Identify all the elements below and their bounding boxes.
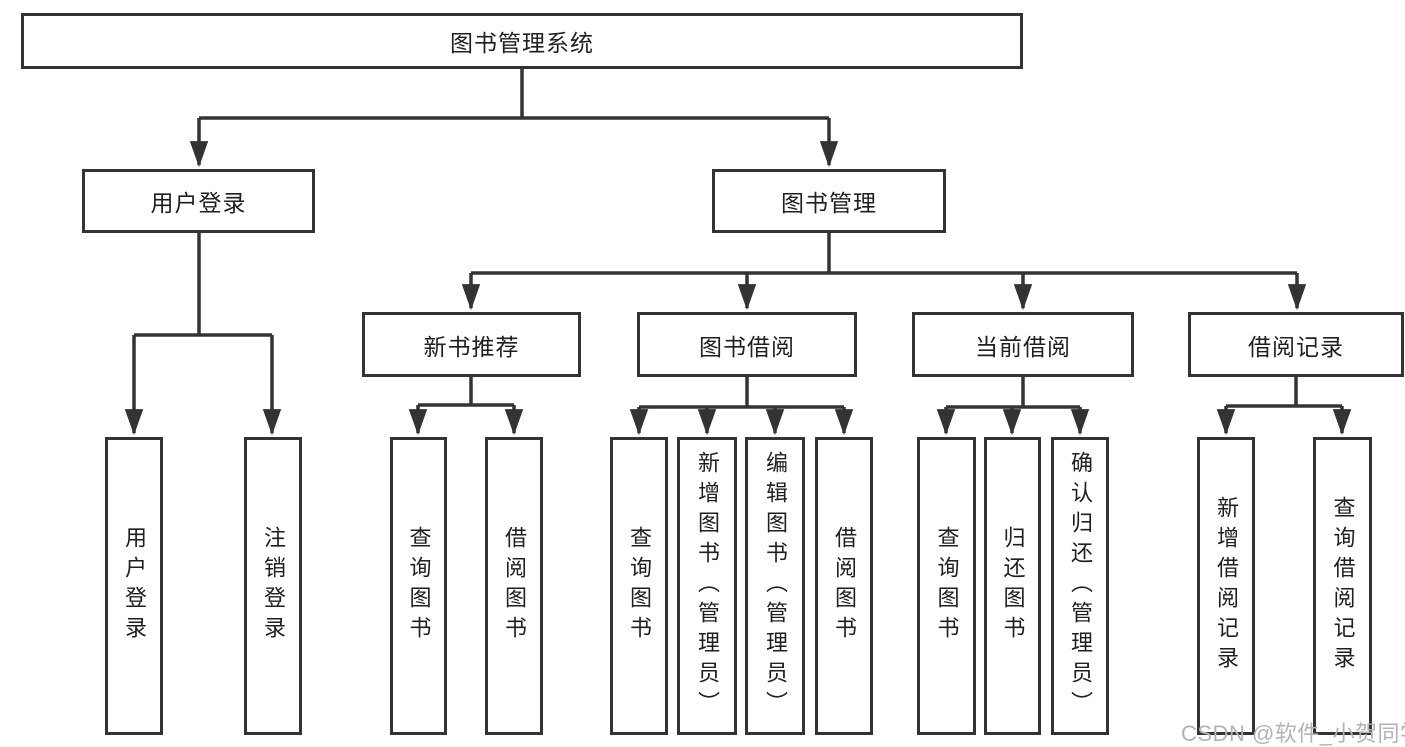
- connector-borrow-records-children: [1216, 377, 1352, 436]
- node-new-book-recommendation: 新书推荐: [362, 312, 581, 377]
- node-root: 图书管理系统: [21, 13, 1023, 69]
- connector-book-borrow-children: [629, 377, 854, 436]
- node-book-borrowing: 图书借阅: [637, 312, 857, 377]
- connector-user-login-children: [124, 233, 282, 436]
- connector-book-management-children: [461, 233, 1307, 311]
- leaf-borrow-books: 借阅图书: [815, 437, 873, 735]
- leaf-confirm-return-admin: 确认归还（管理员）: [1051, 437, 1109, 735]
- leaf-query-books-recommend: 查询图书: [390, 437, 447, 735]
- leaf-borrow-books-recommend: 借阅图书: [485, 437, 543, 735]
- leaf-query-borrow-record: 查询借阅记录: [1313, 437, 1372, 735]
- leaf-logout: 注销登录: [244, 437, 302, 735]
- leaf-edit-books-admin: 编辑图书（管理员）: [745, 437, 805, 735]
- connector-root-to-level2: [189, 69, 839, 168]
- node-user-login: 用户登录: [82, 169, 315, 233]
- connector-current-borrow-children: [936, 377, 1090, 436]
- watermark-text: CSDN @软件_小贺同学: [1181, 721, 1405, 746]
- leaf-query-books-borrow: 查询图书: [610, 437, 668, 735]
- leaf-query-books-current: 查询图书: [917, 437, 976, 735]
- leaf-add-books-admin: 新增图书（管理员）: [677, 437, 737, 735]
- node-book-management: 图书管理: [712, 169, 946, 233]
- leaf-return-books: 归还图书: [984, 437, 1041, 735]
- leaf-add-borrow-record: 新增借阅记录: [1197, 437, 1255, 735]
- node-current-borrowing: 当前借阅: [912, 312, 1134, 377]
- leaf-user-login: 用户登录: [105, 437, 163, 735]
- node-borrowing-records: 借阅记录: [1188, 312, 1404, 377]
- connector-new-book-children: [408, 377, 524, 436]
